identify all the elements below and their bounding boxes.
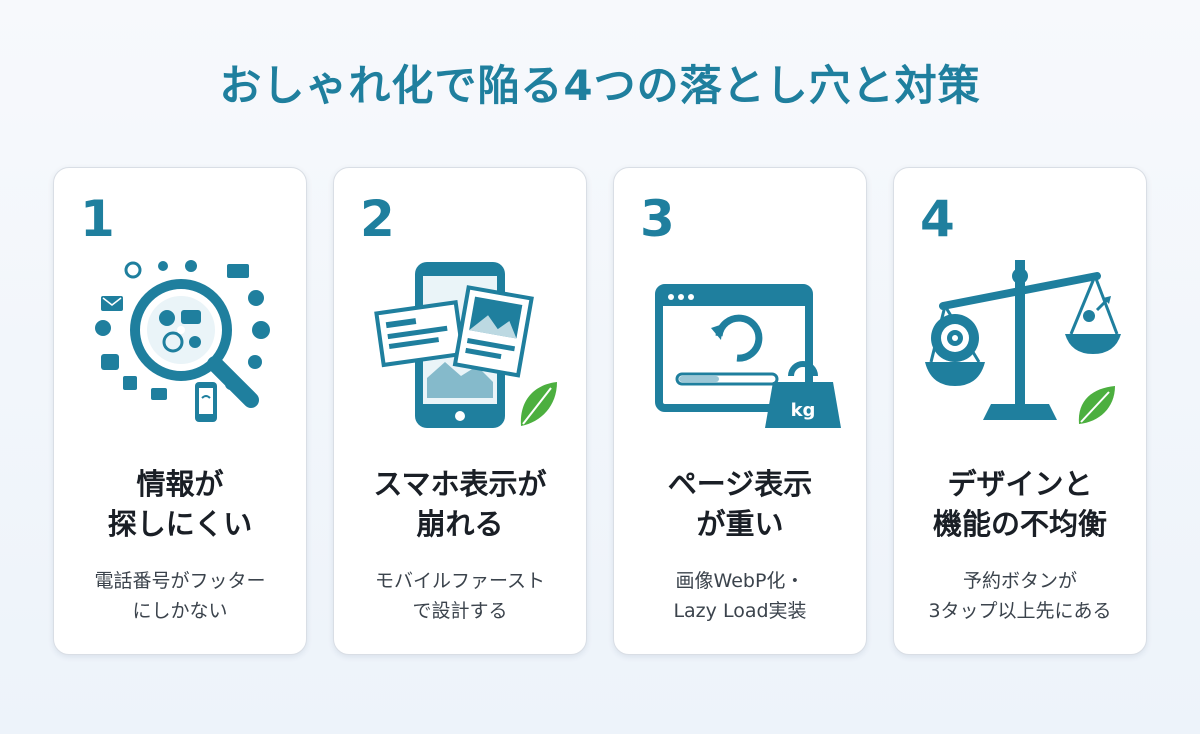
- pitfall-card-3: 3 kg ページ表示 が重い 画像WebP化・ Lazy Load実装: [613, 167, 867, 655]
- card-description: モバイルファースト で設計する: [374, 570, 546, 622]
- card-number: 3: [640, 190, 675, 248]
- pitfall-card-2: 2 スマホ表示が 崩れる モバイルファースト で設計する: [333, 167, 587, 655]
- card-heading: 情報が 探しにくい: [107, 467, 253, 541]
- card-heading: デザインと 機能の不均衡: [932, 467, 1107, 541]
- magnifier-clutter-icon: [95, 260, 270, 422]
- card-number: 4: [920, 190, 955, 248]
- card-description: 画像WebP化・ Lazy Load実装: [673, 570, 807, 622]
- card-description: 予約ボタンが 3タップ以上先にある: [928, 570, 1112, 622]
- card-heading: ページ表示 が重い: [667, 467, 813, 541]
- card-number: 1: [80, 190, 115, 248]
- pitfall-card-4: 4 デザインと 機能の不均衡 予約ボタンが 3タップ以上先にある: [893, 167, 1147, 655]
- card-description: 電話番号がフッター にしかない: [94, 570, 266, 622]
- card-number: 2: [360, 190, 395, 248]
- card-heading: スマホ表示が 崩れる: [373, 467, 547, 541]
- balance-scale-icon: [925, 260, 1121, 424]
- pitfall-card-1: 1: [53, 167, 307, 655]
- smartphone-broken-layout-icon: [374, 262, 557, 428]
- weight-label: kg: [791, 400, 816, 421]
- heavy-page-weight-icon: kg: [655, 284, 841, 428]
- page-title: おしゃれ化で陥る4つの落とし穴と対策: [219, 61, 981, 110]
